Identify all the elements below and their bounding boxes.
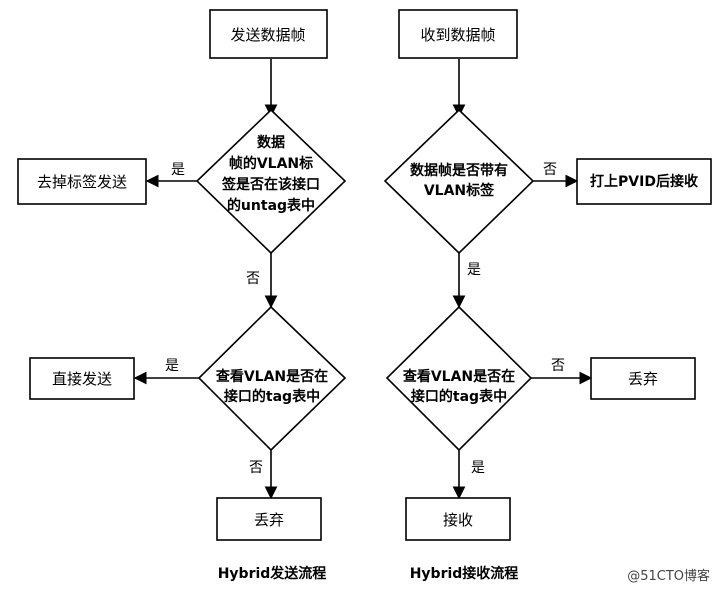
- receive-action1-label: 打上PVID后接收: [590, 173, 699, 190]
- send-flow: 发送数据帧 数据 帧的VLAN标 签是否在该接口 的untag表中 是 去掉标签…: [17, 9, 347, 582]
- receive-flow: 收到数据帧 数据帧是否带有 VLAN标签 否 打上PVID后接收 是 查看VLA…: [383, 9, 712, 582]
- receive-end-box: 接收: [405, 497, 511, 541]
- send-decision1-line4: 的untag表中: [227, 197, 315, 214]
- send-action1-label: 去掉标签发送: [37, 173, 127, 191]
- send-decision1-line1: 数据: [257, 134, 285, 151]
- receive-end-label: 接收: [443, 511, 473, 529]
- receive-action2-label: 丢弃: [628, 370, 658, 388]
- receive-start-box: 收到数据帧: [398, 9, 518, 59]
- receive-no1-label: 否: [543, 162, 557, 178]
- send-no1-label: 否: [246, 271, 260, 287]
- send-action-strip-tag: 去掉标签发送: [17, 158, 147, 205]
- send-start-box: 发送数据帧: [209, 9, 328, 59]
- send-yes1-label: 是: [171, 162, 185, 178]
- send-end-label: 丢弃: [254, 511, 284, 529]
- receive-action-add-pvid: 打上PVID后接收: [576, 158, 712, 205]
- receive-decision2-line1: 查看VLAN是否在: [403, 368, 515, 385]
- send-decision1-line3: 签是否在该接口: [221, 176, 320, 193]
- receive-caption: Hybrid接收流程: [410, 565, 519, 582]
- send-no2-label: 否: [249, 460, 263, 476]
- receive-no2-label: 否: [551, 358, 565, 374]
- send-end-box: 丢弃: [216, 497, 322, 541]
- receive-decision1-line1: 数据帧是否带有: [410, 162, 508, 179]
- receive-decision2-line2: 接口的tag表中: [411, 388, 507, 405]
- send-decision1-line2: 帧的VLAN标: [229, 155, 313, 172]
- send-yes2-label: 是: [165, 358, 179, 374]
- receive-start-label: 收到数据帧: [420, 26, 495, 44]
- send-decision2-line1: 查看VLAN是否在: [216, 368, 328, 385]
- receive-decision-tag: 查看VLAN是否在 接口的tag表中: [385, 305, 533, 452]
- receive-decision1-line2: VLAN标签: [424, 182, 495, 199]
- receive-yes2-label: 是: [471, 460, 485, 476]
- send-decision-untag: 数据 帧的VLAN标 签是否在该接口 的untag表中: [195, 108, 347, 255]
- watermark: @51CTO博客: [627, 568, 710, 584]
- send-caption: Hybrid发送流程: [218, 565, 327, 582]
- send-action2-label: 直接发送: [52, 370, 112, 388]
- receive-decision-has-tag: 数据帧是否带有 VLAN标签: [383, 108, 535, 255]
- send-decision-tag: 查看VLAN是否在 接口的tag表中: [197, 305, 347, 452]
- send-action-forward: 直接发送: [29, 357, 135, 400]
- send-start-label: 发送数据帧: [230, 26, 305, 44]
- receive-yes1-label: 是: [467, 262, 481, 278]
- receive-action-discard: 丢弃: [590, 357, 696, 400]
- send-decision2-line2: 接口的tag表中: [224, 388, 320, 405]
